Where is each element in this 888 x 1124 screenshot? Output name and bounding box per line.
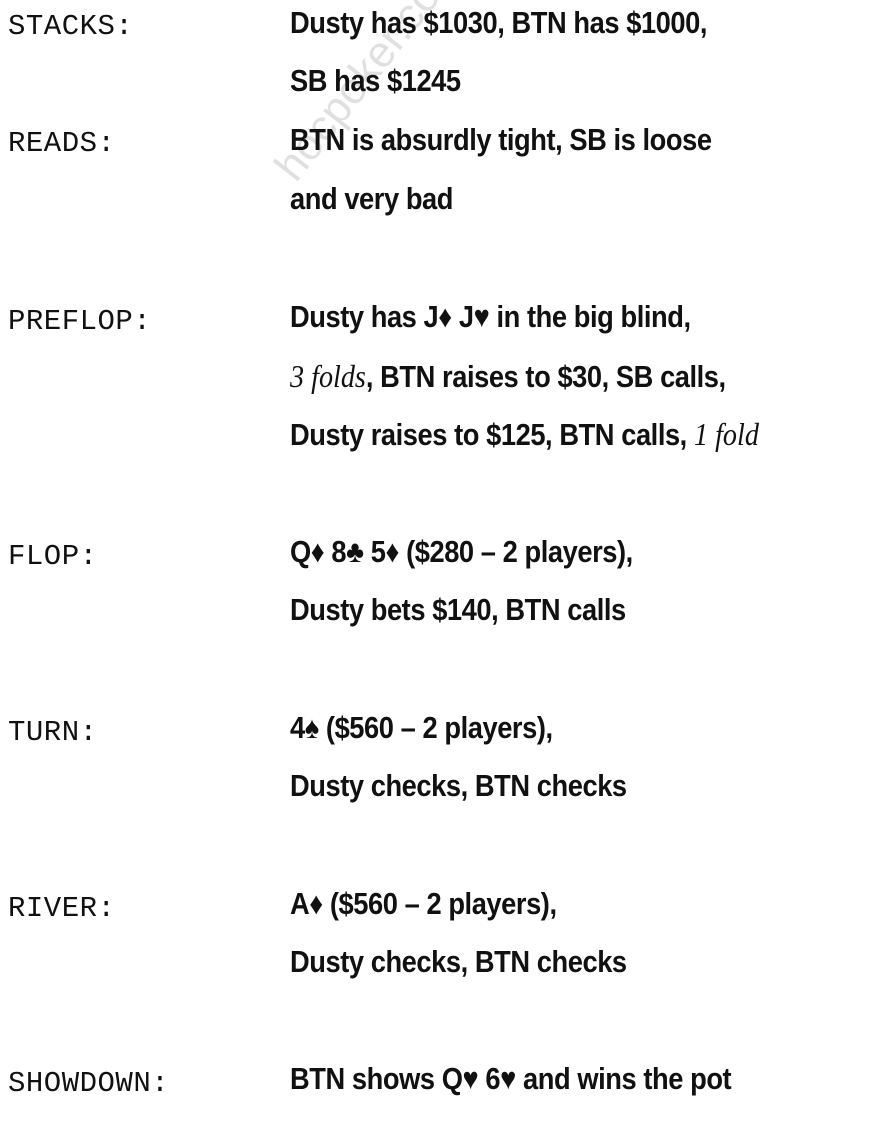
showdown-label: SHOWDOWN:: [8, 1067, 170, 1100]
preflop-line-1: Dusty has J♦ J♥ in the big blind,: [290, 299, 691, 334]
preflop-line-2: 3 folds, BTN raises to $30, SB calls,: [290, 358, 726, 395]
stacks-line-1: Dusty has $1030, BTN has $1000,: [290, 5, 708, 40]
turn-line-1: 4♠ ($560 – 2 players),: [290, 710, 553, 745]
preflop-folds-italic: 3 folds: [290, 358, 366, 394]
river-label: RIVER:: [8, 892, 116, 925]
stacks-label: STACKS:: [8, 10, 134, 43]
stacks-line-2: SB has $1245: [290, 63, 461, 98]
preflop-line-3-text: Dusty raises to $125, BTN calls,: [290, 417, 694, 452]
reads-line-1: BTN is absurdly tight, SB is loose: [290, 122, 712, 157]
reads-line-2: and very bad: [290, 181, 454, 216]
flop-line-1: Q♦ 8♣ 5♦ ($280 – 2 players),: [290, 534, 633, 569]
river-line-1: A♦ ($560 – 2 players),: [290, 886, 557, 921]
preflop-fold-italic: 1 fold: [693, 416, 759, 452]
showdown-line-1: BTN shows Q♥ 6♥ and wins the pot: [290, 1061, 732, 1096]
preflop-label: PREFLOP:: [8, 305, 152, 338]
preflop-line-2-text: , BTN raises to $30, SB calls,: [365, 359, 726, 394]
flop-label: FLOP:: [8, 540, 98, 573]
turn-line-2: Dusty checks, BTN checks: [290, 768, 627, 803]
river-line-2: Dusty checks, BTN checks: [290, 944, 627, 979]
turn-label: TURN:: [8, 716, 98, 749]
preflop-line-3: Dusty raises to $125, BTN calls, 1 fold: [290, 416, 759, 453]
reads-label: READS:: [8, 127, 116, 160]
flop-line-2: Dusty bets $140, BTN calls: [290, 592, 626, 627]
